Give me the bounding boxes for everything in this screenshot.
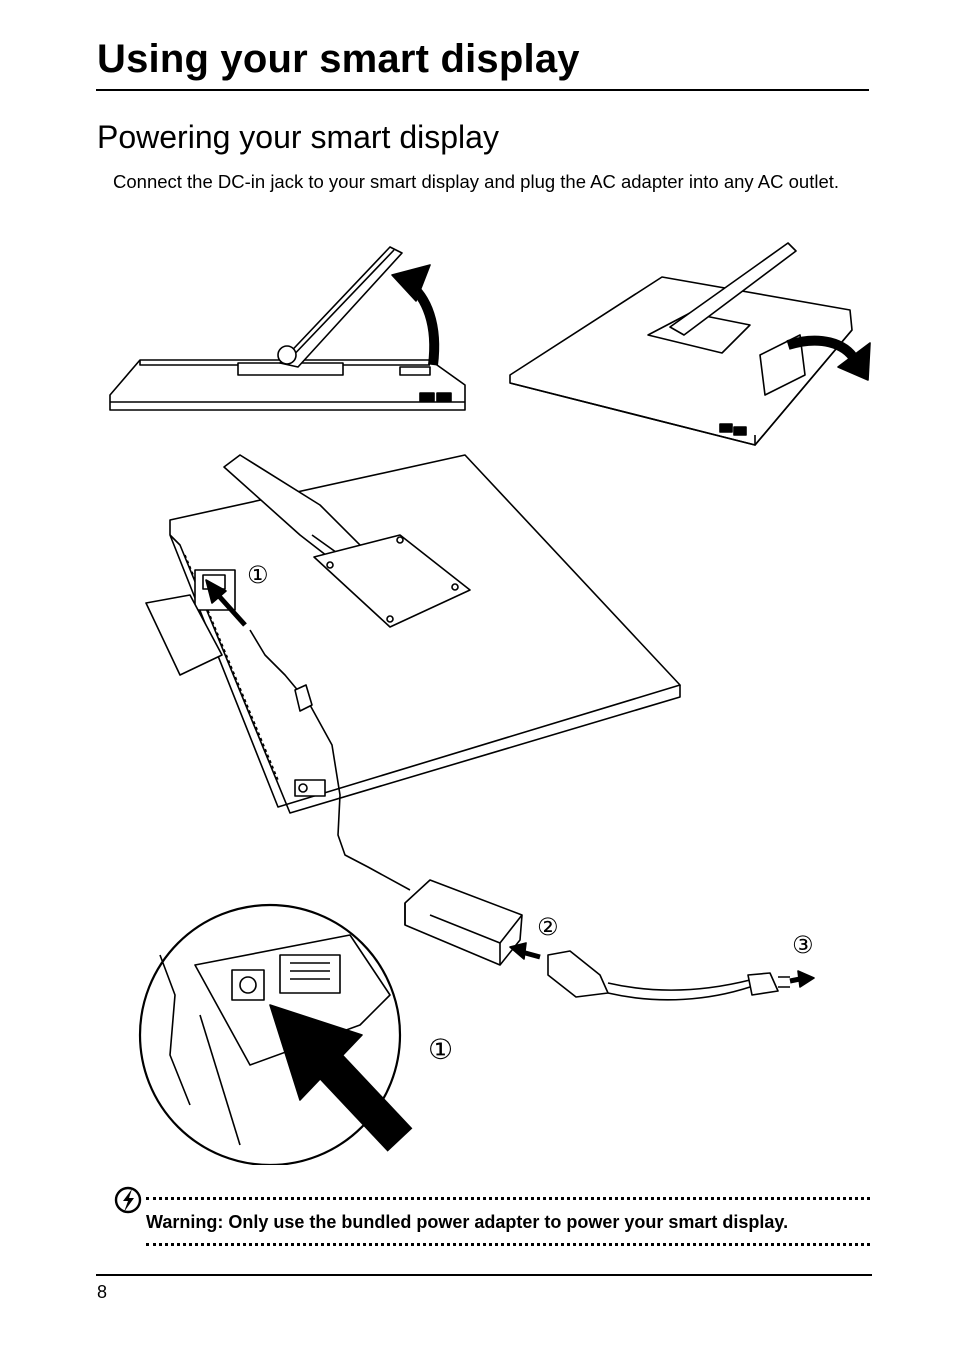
open-cover-arrow: [786, 335, 860, 363]
step-label-1-small: ①: [247, 561, 269, 589]
step-label-3: ③: [792, 931, 814, 959]
page-number: 8: [97, 1282, 108, 1302]
display-rear-large: [145, 454, 681, 814]
display-side-view: [109, 246, 466, 411]
warning-text: Warning: Only use the bundled power adap…: [146, 1212, 789, 1232]
warning-bottom-divider: [146, 1243, 870, 1246]
dc-cable: [249, 629, 411, 891]
step-label-2: ②: [537, 913, 559, 941]
page-title: Using your smart display: [97, 37, 580, 81]
ac-power-cord: [547, 950, 790, 1001]
footer-rule: [96, 1274, 872, 1276]
instruction-text: Connect the DC-in jack to your smart dis…: [113, 171, 840, 192]
display-rear-view: [509, 242, 853, 446]
warning-top-divider: [146, 1197, 870, 1200]
dc-jack-closeup: [138, 903, 402, 1165]
title-rule: [96, 89, 869, 91]
lightning-warning-icon: [114, 1186, 142, 1214]
ac-adapter: [404, 879, 523, 966]
section-heading: Powering your smart display: [97, 119, 499, 155]
dc-insert-arrow-large: [307, 1043, 413, 1152]
step-label-1-large: ①: [428, 1033, 453, 1066]
power-connection-illustration: ① ② ③ ①: [109, 242, 871, 1165]
dc-insert-arrow-small: [216, 593, 247, 627]
